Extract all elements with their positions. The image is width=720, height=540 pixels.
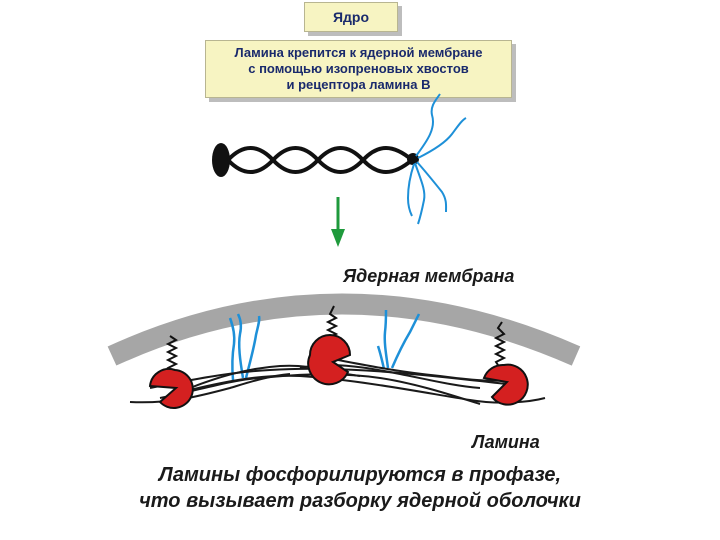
lamin-strand-b — [226, 146, 414, 174]
title-box: Ядро — [304, 2, 398, 32]
down-arrow-icon — [331, 197, 345, 247]
receptor-shape — [148, 368, 194, 409]
isoprene-tail — [414, 162, 426, 225]
caption-box: Ламина крепится к ядерной мембране с пом… — [205, 40, 512, 98]
footer-caption: Ламины фосфорилируются в профазе, что вы… — [0, 462, 720, 514]
lamina-label: Ламина — [472, 432, 540, 452]
caption-line-3: и рецептора ламина B — [286, 77, 431, 92]
lamin-filament — [337, 359, 511, 382]
lamin-b-receptor — [482, 363, 529, 406]
tether — [493, 321, 507, 369]
footer-line-1: Ламины фосфорилируются в профазе, — [158, 464, 562, 486]
lamin-dimer — [212, 143, 419, 177]
footer-line-2: что вызывает разборку ядерной оболочки — [139, 490, 581, 512]
isoprene-tail — [383, 309, 390, 369]
caption-line-1: Ламина крепится к ядерной мембране — [234, 45, 483, 60]
isoprene-tail — [416, 161, 448, 213]
isoprene-tail — [376, 345, 386, 370]
lamin-b-receptor — [148, 368, 194, 409]
isoprene-tail — [228, 317, 236, 381]
isoprene-tail — [406, 163, 415, 217]
receptor-shape — [307, 334, 352, 386]
nuclear-membrane-label: Ядерная мембрана — [343, 266, 515, 286]
isoprene-tails-top — [406, 93, 467, 225]
isoprene-tail — [415, 93, 441, 157]
title-text: Ядро — [332, 9, 370, 25]
isoprene-tail — [390, 313, 421, 369]
lamin-b-receptor — [307, 334, 352, 386]
isoprene-tail — [236, 313, 245, 379]
tether — [165, 335, 179, 375]
isoprene-tail — [244, 315, 261, 379]
receptor-shape — [482, 363, 529, 406]
lamin-head — [212, 143, 230, 177]
isoprene-tails-membrane — [228, 309, 421, 381]
caption-line-2: с помощью изопреновых хвостов — [248, 61, 469, 76]
isoprene-tail — [417, 117, 467, 159]
nuclear-membrane — [107, 293, 581, 366]
